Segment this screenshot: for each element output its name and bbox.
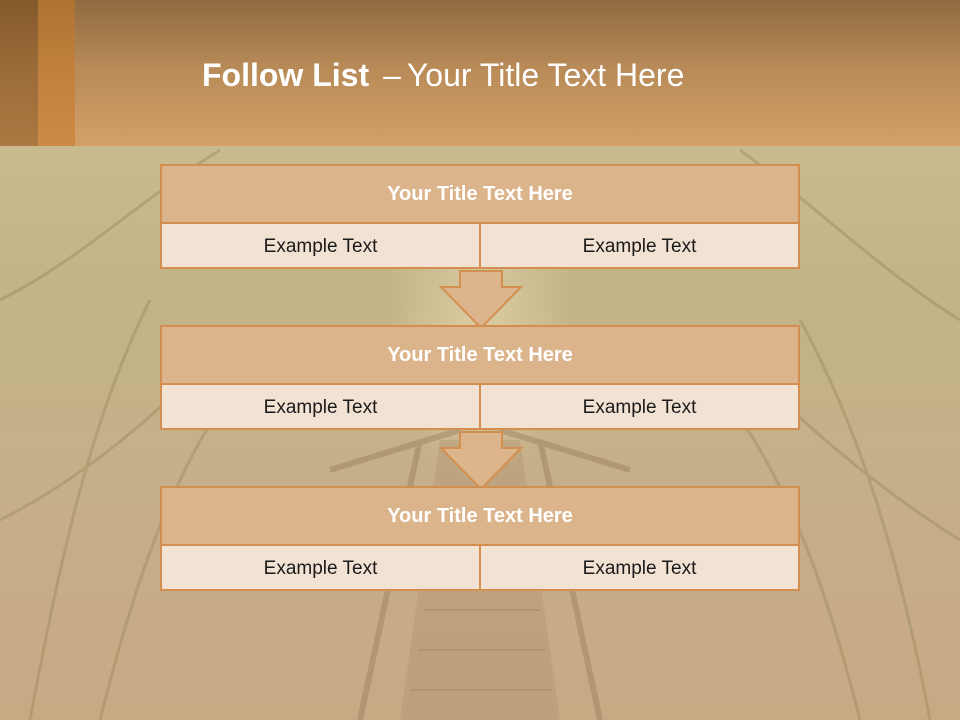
step-box-3: Your Title Text Here Example Text Exampl… (160, 486, 800, 591)
step-right-text: Example Text (479, 546, 798, 591)
banner-accent-dark (0, 0, 38, 146)
step-row: Example Text Example Text (162, 224, 798, 269)
step-row: Example Text Example Text (162, 385, 798, 430)
step-box-2: Your Title Text Here Example Text Exampl… (160, 325, 800, 430)
step-right-text: Example Text (479, 385, 798, 430)
step-right-text: Example Text (479, 224, 798, 269)
step-left-text: Example Text (263, 557, 378, 579)
step-left-text: Example Text (263, 235, 378, 257)
slide-title-separator: – (383, 57, 401, 93)
step-left-text: Example Text (263, 396, 378, 418)
step-title: Your Title Text Here (162, 488, 798, 546)
down-arrow-icon (438, 431, 524, 491)
step-title: Your Title Text Here (162, 327, 798, 385)
slide-title-text: Your Title Text Here (406, 57, 685, 93)
title-banner (0, 0, 960, 146)
slide-title-bold: Follow List (202, 57, 370, 93)
banner-accent-light (38, 0, 75, 146)
step-title: Your Title Text Here (162, 166, 798, 224)
down-arrow-icon (438, 270, 524, 330)
step-row: Example Text Example Text (162, 546, 798, 591)
slide-title: Follow List–Your Title Text Here (202, 55, 684, 95)
step-box-1: Your Title Text Here Example Text Exampl… (160, 164, 800, 269)
